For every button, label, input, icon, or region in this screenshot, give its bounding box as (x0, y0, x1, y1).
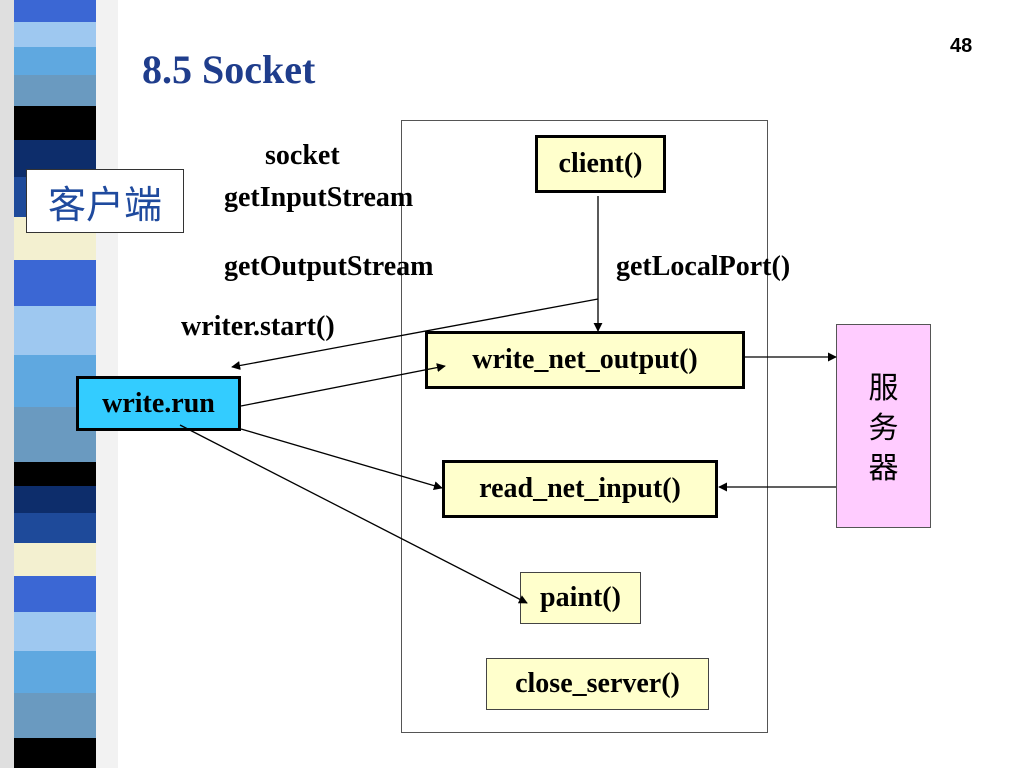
server-box: 服 务 器 (836, 324, 931, 528)
close-server-box: close_server() (486, 658, 709, 710)
slide-title: 8.5 Socket (142, 47, 316, 92)
label-get-output-stream: getOutputStream (224, 251, 434, 282)
server-label-char-1: 服 (868, 371, 899, 406)
client-function-box: client() (535, 135, 666, 193)
label-get-input-stream: getInputStream (224, 182, 414, 213)
arrow-to-writer-start (231, 298, 599, 370)
arrow-write-run-to-write-net-output (240, 363, 446, 407)
label-socket: socket (265, 140, 340, 171)
server-label-char-3: 器 (868, 451, 899, 486)
client-functions-frame (401, 120, 768, 733)
client-label: 客户端 (26, 169, 184, 233)
page-number: 48 (950, 35, 973, 57)
read-net-input-box: read_net_input() (442, 460, 718, 518)
arrow-write-run-to-paint (179, 424, 528, 604)
label-get-local-port: getLocalPort() (616, 251, 791, 282)
arrow-write-run-to-read-net-input (240, 428, 443, 491)
write-run-box: write.run (76, 376, 241, 431)
write-net-output-box: write_net_output() (425, 331, 745, 389)
label-writer-start: writer.start() (181, 311, 335, 342)
paint-box: paint() (520, 572, 641, 624)
server-label-char-2: 务 (868, 411, 899, 446)
